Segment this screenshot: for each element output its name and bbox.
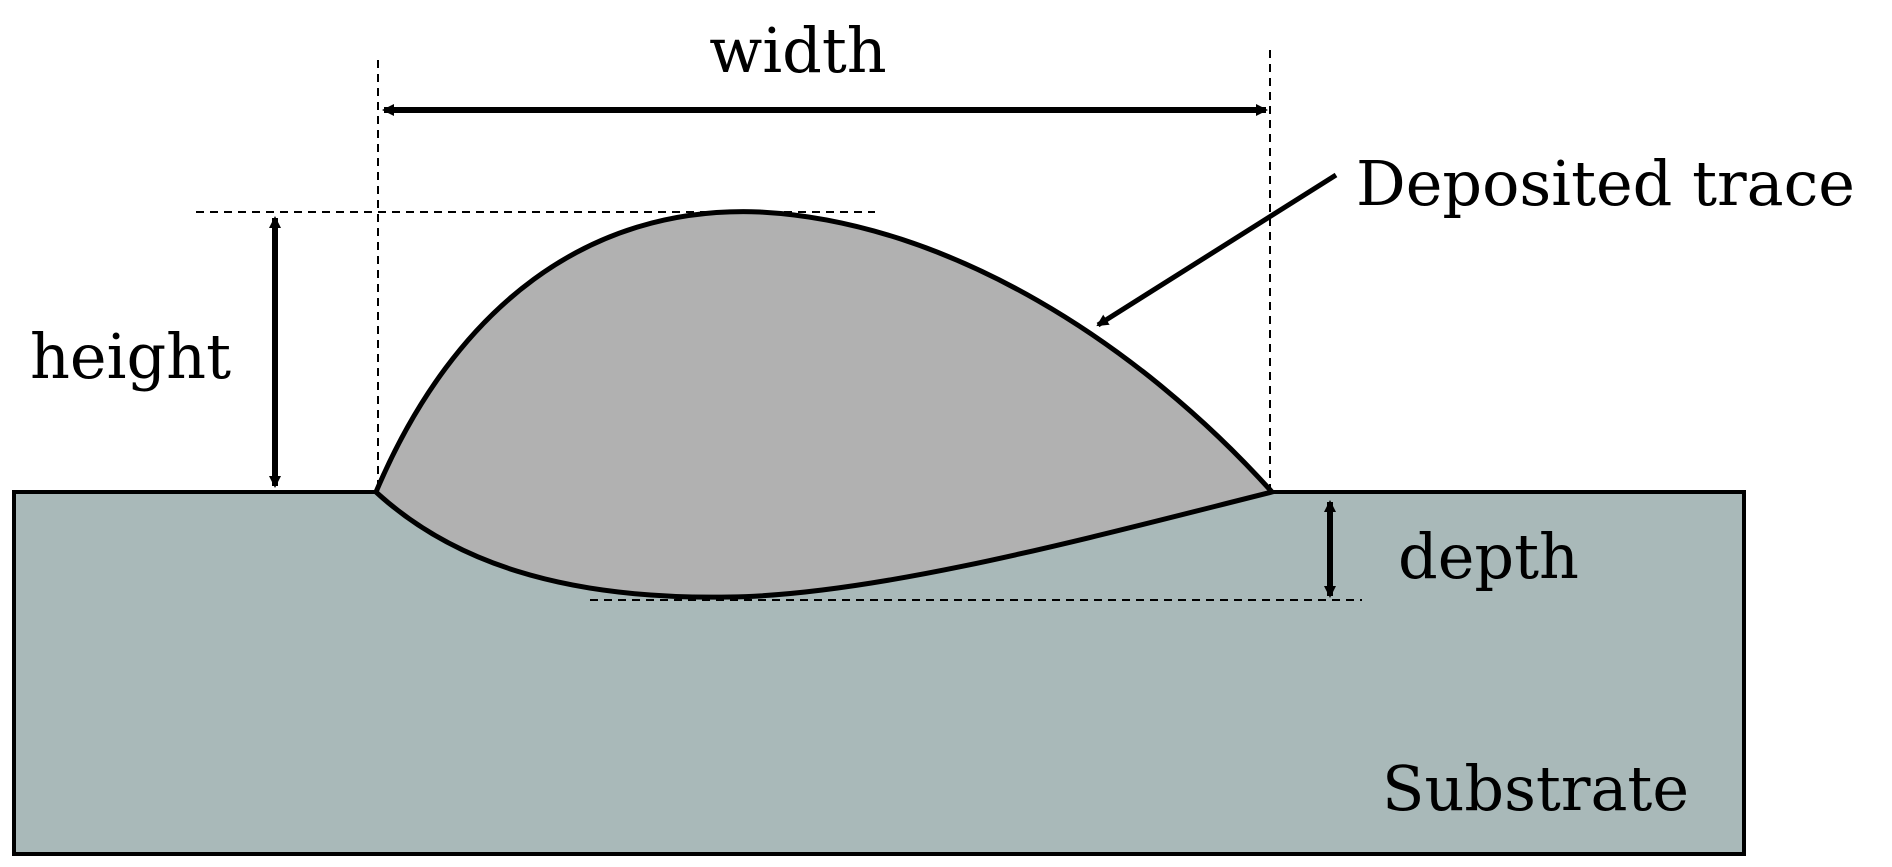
depth-label: depth — [1398, 520, 1579, 593]
deposited-trace-label: Deposited trace — [1356, 147, 1855, 220]
height-label: height — [30, 320, 231, 393]
substrate-label: Substrate — [1382, 752, 1689, 825]
width-label: width — [709, 14, 886, 87]
deposited-trace-shape — [373, 209, 1277, 600]
trace-pointer-arrow — [1096, 172, 1338, 328]
